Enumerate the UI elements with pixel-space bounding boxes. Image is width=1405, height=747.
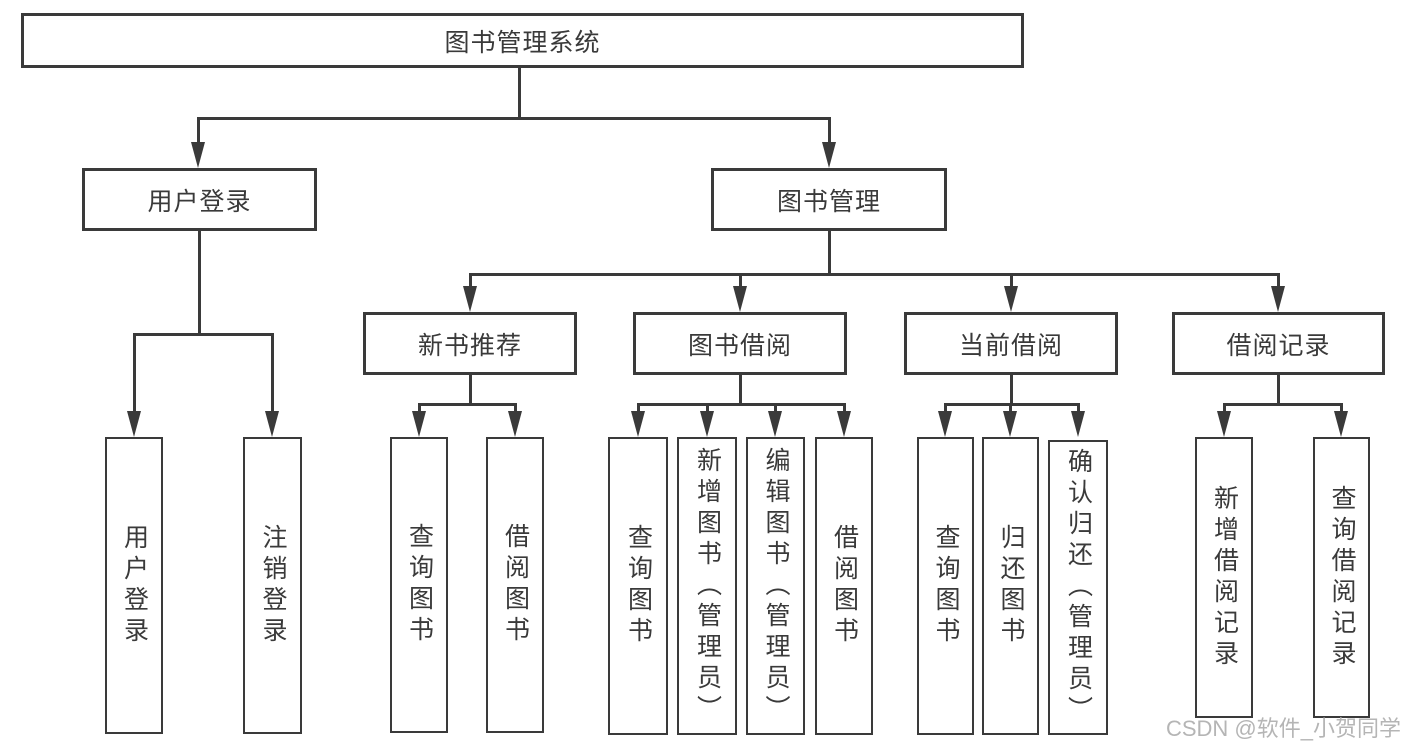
arrowhead-down-icon bbox=[1003, 411, 1017, 437]
leaf-label: 归还图书 bbox=[997, 524, 1025, 648]
connector-root-stem bbox=[518, 66, 521, 119]
arrowhead-down-icon bbox=[1004, 286, 1018, 312]
arrowhead-down-icon bbox=[127, 411, 141, 437]
connector-stem bbox=[469, 273, 472, 289]
node-root: 图书管理系统 bbox=[21, 13, 1024, 68]
connector-stem bbox=[1010, 273, 1013, 289]
leaf-label: 新增借阅记录 bbox=[1210, 484, 1239, 671]
node-label: 图书管理 bbox=[776, 187, 881, 216]
leaf-label: 查询图书 bbox=[405, 523, 434, 647]
connector-rail bbox=[637, 403, 845, 406]
arrowhead-down-icon bbox=[463, 286, 477, 312]
connector-stem bbox=[843, 403, 846, 413]
arrowhead-down-icon bbox=[822, 142, 836, 168]
node-new-book-recommend: 新书推荐 bbox=[363, 312, 577, 375]
connector-stem bbox=[637, 403, 640, 413]
connector-level3-rail bbox=[469, 273, 1280, 276]
csdn-watermark: CSDN @软件_小贺同学 bbox=[1165, 716, 1401, 741]
arrowhead-down-icon bbox=[508, 411, 522, 437]
connector-stem bbox=[1077, 403, 1080, 413]
connector-stem bbox=[1277, 374, 1280, 406]
connector-stem bbox=[197, 117, 200, 145]
connector-stem bbox=[271, 333, 274, 413]
arrowhead-down-icon bbox=[1217, 411, 1231, 437]
connector-stem bbox=[1010, 374, 1013, 406]
leaf-label: 查询图书 bbox=[624, 524, 653, 648]
node-label: 用户登录 bbox=[147, 187, 252, 216]
connector-stem bbox=[739, 273, 742, 289]
connector-rail bbox=[1223, 403, 1342, 406]
node-book-borrow: 图书借阅 bbox=[633, 312, 847, 375]
arrowhead-down-icon bbox=[768, 411, 782, 437]
connector-stem bbox=[1340, 403, 1343, 413]
connector-user-login-stem bbox=[198, 231, 201, 335]
connector-level2-rail bbox=[197, 117, 831, 120]
connector-stem bbox=[944, 403, 947, 413]
leaf-logout-login: 注销登录 bbox=[243, 437, 302, 734]
node-root-label: 图书管理系统 bbox=[444, 28, 601, 57]
connector-stem bbox=[739, 374, 742, 406]
connector-user-login-rail bbox=[133, 333, 274, 336]
connector-stem bbox=[469, 374, 472, 406]
node-label: 图书借阅 bbox=[687, 331, 792, 360]
connector-stem bbox=[514, 403, 517, 413]
leaf-borrow-books-recommend: 借阅图书 bbox=[486, 437, 544, 733]
node-current-borrow: 当前借阅 bbox=[904, 312, 1118, 375]
arrowhead-down-icon bbox=[938, 411, 952, 437]
arrowhead-down-icon bbox=[1071, 411, 1085, 437]
node-user-login: 用户登录 bbox=[82, 168, 317, 231]
connector-stem bbox=[706, 403, 709, 413]
leaf-label: 注销登录 bbox=[259, 523, 287, 648]
leaf-confirm-return-admin: 确认归还（管理员） bbox=[1048, 440, 1108, 735]
leaf-query-books-current: 查询图书 bbox=[917, 437, 974, 735]
arrowhead-down-icon bbox=[265, 411, 279, 437]
connector-stem bbox=[1223, 403, 1226, 413]
leaf-label: 借阅图书 bbox=[830, 524, 859, 648]
connector-stem bbox=[828, 117, 831, 145]
leaf-label: 借阅图书 bbox=[501, 523, 530, 647]
connector-stem bbox=[1277, 273, 1280, 289]
leaf-query-books-borrow: 查询图书 bbox=[608, 437, 668, 735]
arrowhead-down-icon bbox=[700, 411, 714, 437]
node-borrow-records: 借阅记录 bbox=[1172, 312, 1385, 375]
connector-book-management-stem bbox=[828, 231, 831, 275]
node-label: 借阅记录 bbox=[1226, 331, 1331, 360]
leaf-label: 编辑图书（管理员） bbox=[762, 446, 790, 726]
arrowhead-down-icon bbox=[1271, 286, 1285, 312]
connector-rail bbox=[418, 403, 517, 406]
connector-stem bbox=[774, 403, 777, 413]
leaf-borrow-books: 借阅图书 bbox=[815, 437, 873, 735]
arrowhead-down-icon bbox=[631, 411, 645, 437]
arrowhead-down-icon bbox=[191, 142, 205, 168]
node-label: 当前借阅 bbox=[958, 331, 1063, 360]
leaf-user-login: 用户登录 bbox=[105, 437, 163, 734]
leaf-label: 查询借阅记录 bbox=[1328, 484, 1356, 671]
arrowhead-down-icon bbox=[412, 411, 426, 437]
leaf-label: 用户登录 bbox=[120, 523, 149, 648]
leaf-label: 确认归还（管理员） bbox=[1064, 448, 1093, 727]
node-book-management: 图书管理 bbox=[711, 168, 947, 231]
arrowhead-down-icon bbox=[837, 411, 851, 437]
leaf-return-books: 归还图书 bbox=[982, 437, 1039, 735]
arrowhead-down-icon bbox=[1334, 411, 1348, 437]
leaf-query-borrow-record: 查询借阅记录 bbox=[1313, 437, 1370, 718]
leaf-edit-books-admin: 编辑图书（管理员） bbox=[746, 437, 805, 735]
connector-stem bbox=[1009, 403, 1012, 413]
connector-stem bbox=[133, 333, 136, 413]
node-label: 新书推荐 bbox=[417, 331, 522, 360]
connector-stem bbox=[418, 403, 421, 413]
leaf-label: 查询图书 bbox=[932, 524, 960, 648]
leaf-query-books-recommend: 查询图书 bbox=[390, 437, 448, 733]
leaf-add-borrow-record: 新增借阅记录 bbox=[1195, 437, 1253, 718]
leaf-label: 新增图书（管理员） bbox=[693, 446, 722, 726]
connector-rail bbox=[944, 403, 1080, 406]
leaf-add-books-admin: 新增图书（管理员） bbox=[677, 437, 737, 735]
arrowhead-down-icon bbox=[733, 286, 747, 312]
